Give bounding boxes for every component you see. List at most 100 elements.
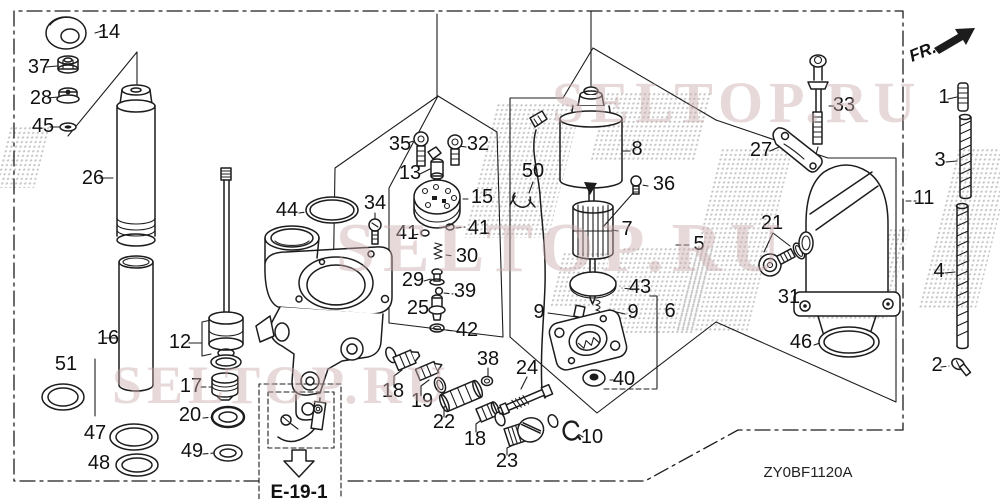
figure-border (13, 10, 904, 482)
part-16-cylinder-tube (118, 255, 154, 392)
part-50-clamp (509, 192, 536, 208)
part-label-7: 7 (621, 218, 632, 240)
part-label-19: 19 (411, 390, 433, 412)
part-label-23: 23 (496, 450, 518, 472)
gear-case-housing (255, 225, 393, 421)
part-label-41: 41 (468, 217, 490, 239)
motor-cable (529, 110, 548, 399)
part-label-24: 24 (516, 357, 538, 379)
part-label-29: 29 (402, 269, 424, 291)
part-label-40: 40 (613, 368, 635, 390)
part-label-1: 1 (938, 86, 949, 108)
reference-box: E-19-1 (258, 383, 342, 499)
part-label-9: 9 (627, 301, 638, 323)
part-26-cylinder (116, 84, 156, 247)
down-arrow-icon (283, 449, 315, 478)
figure-code: ZY0BF1120A (764, 464, 853, 481)
motor-end-frame (548, 309, 628, 371)
part-46-oring (818, 326, 880, 358)
valve-oring (433, 376, 447, 394)
part-33-bolt (807, 54, 829, 145)
fr-direction-arrow-icon (934, 28, 975, 54)
part-25-valve (428, 294, 446, 321)
part-label-32: 32 (467, 133, 489, 155)
part-15-pump-assembly (413, 179, 461, 229)
part-12-piston-rod (208, 167, 244, 370)
part-label-10: 10 (581, 426, 603, 448)
part-label-14: 14 (98, 21, 120, 43)
part-39-ball (434, 286, 444, 296)
part-48-oring (115, 453, 159, 477)
part-label-12: 12 (169, 331, 191, 353)
part-label-37: 37 (28, 56, 50, 78)
reference-label: E-19-1 (270, 482, 327, 499)
part-14-bushing (45, 16, 87, 50)
part-44-oring (305, 196, 359, 224)
part-label-41: 41 (396, 222, 418, 244)
part-13-valve (427, 146, 444, 187)
part-29-valve (429, 268, 445, 286)
dashed-leader-lines (200, 105, 950, 455)
part-label-20: 20 (179, 404, 201, 426)
part-10-clip (562, 420, 582, 441)
part-24-shift-rod (497, 383, 559, 428)
part-23-plug (503, 416, 545, 447)
part-2-screw (951, 357, 972, 377)
part-43-plate (569, 271, 617, 299)
part-42-oring (429, 323, 445, 333)
part-3-spiral-rod (958, 113, 972, 200)
part-7-armature (572, 184, 614, 305)
part-label-9: 9 (533, 301, 544, 323)
part-label-25: 25 (407, 297, 429, 319)
part-label-4: 4 (933, 260, 944, 282)
part-label-2: 2 (931, 354, 942, 376)
fr-direction-marker: FR. (906, 28, 975, 66)
part-label-31: 31 (778, 286, 800, 308)
part-label-17: 17 (180, 375, 202, 397)
part-22-spool-valve (438, 379, 484, 413)
motor-group-outline (509, 47, 717, 414)
part-label-39: 39 (454, 280, 476, 302)
part-47-oring (109, 423, 159, 451)
part-label-50: 50 (522, 160, 544, 182)
part-label-15: 15 (471, 186, 493, 208)
part-label-43: 43 (629, 276, 651, 298)
part-19-valve (414, 360, 443, 382)
part-label-42: 42 (456, 319, 478, 341)
part-label-44: 44 (276, 199, 298, 221)
part-27-bracket (772, 127, 823, 173)
part-label-21: 21 (761, 212, 783, 234)
part-18-valve-a (385, 346, 421, 372)
part-label-18: 18 (382, 380, 404, 402)
part-label-33: 33 (833, 94, 855, 116)
part-label-8: 8 (631, 138, 642, 160)
part-20-backup-ring (210, 405, 246, 429)
part-31-tank-body (793, 164, 901, 341)
part-4-spiral-rod (955, 202, 969, 350)
part-label-51: 51 (55, 353, 77, 375)
part-label-48: 48 (88, 452, 110, 474)
part-label-11: 11 (914, 187, 935, 209)
part-label-35: 35 (389, 133, 411, 155)
part-label-6: 6 (664, 300, 675, 322)
part-40-grommet (582, 369, 606, 387)
part-32-bolt (447, 134, 463, 166)
part-38-oring (480, 375, 494, 387)
part-label-30: 30 (456, 245, 478, 267)
part-1-stud (957, 82, 969, 112)
part-51-ring (41, 383, 85, 411)
part-label-49: 49 (181, 440, 203, 462)
reference-detail-drawing (277, 400, 327, 443)
part-49-oring (213, 444, 243, 462)
part-label-13: 13 (399, 162, 421, 184)
part-35-bolt (413, 131, 429, 167)
fr-label: FR. (906, 38, 939, 66)
part-label-46: 46 (790, 331, 812, 353)
part-label-5: 5 (693, 233, 704, 255)
part-30-spring (433, 242, 443, 260)
part-label-22: 22 (433, 411, 455, 433)
part-17-seal (211, 372, 239, 401)
part-8-motor (559, 86, 623, 195)
